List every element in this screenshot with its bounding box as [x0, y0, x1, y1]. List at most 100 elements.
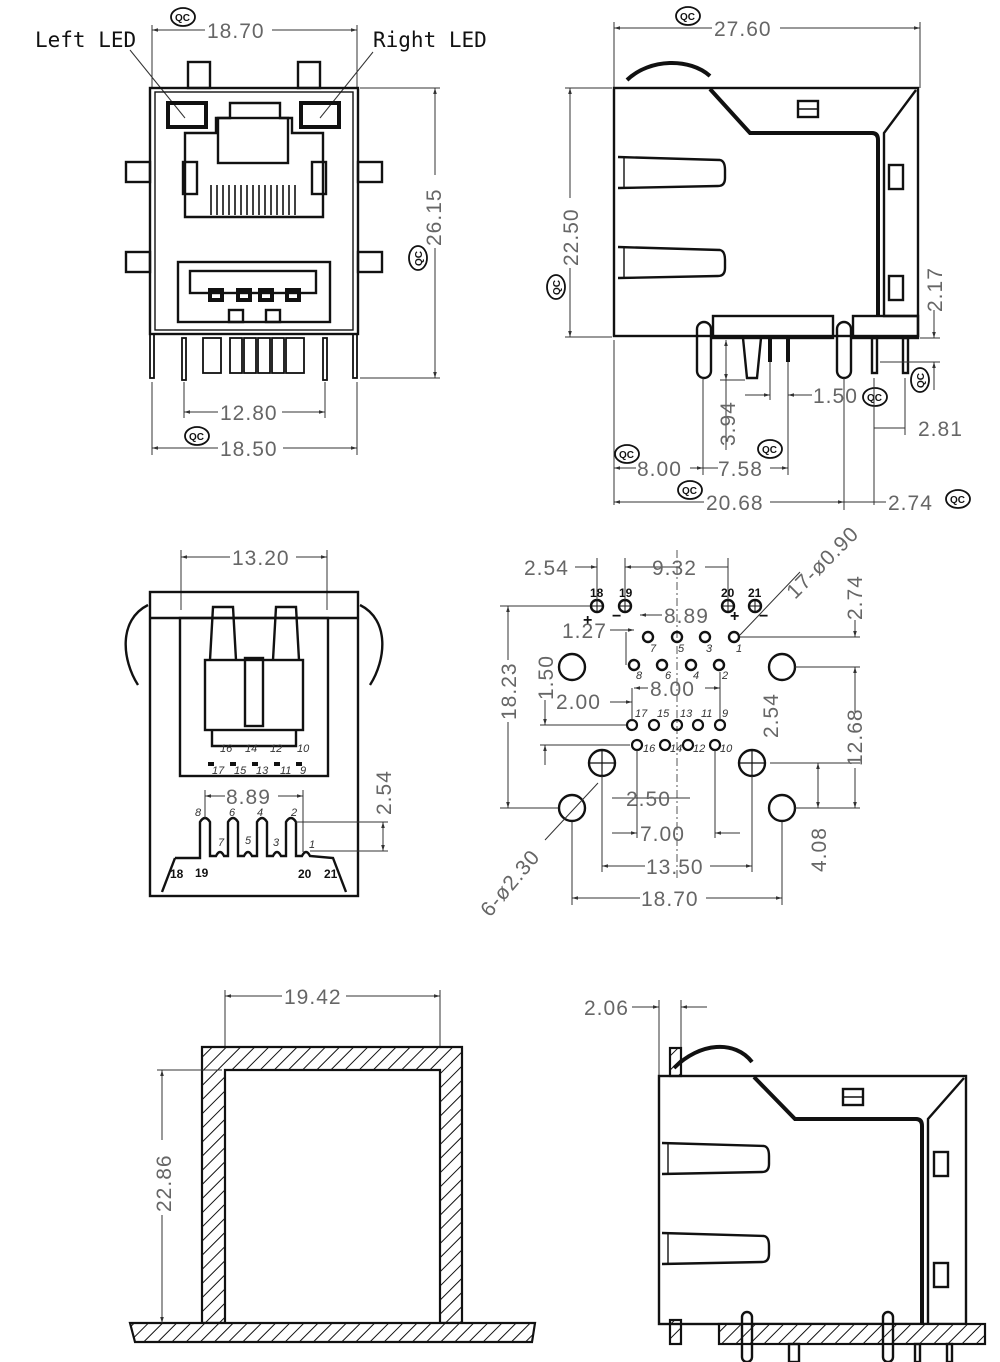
svg-text:13: 13	[256, 765, 269, 777]
svg-text:−: −	[612, 608, 621, 625]
dim-side-pin-offset: 2.17	[924, 267, 947, 312]
svg-text:QC: QC	[682, 486, 697, 497]
svg-text:4: 4	[257, 807, 263, 819]
svg-text:3: 3	[273, 837, 280, 849]
usb-port	[176, 260, 332, 324]
svg-text:QC: QC	[950, 495, 965, 506]
right-led	[299, 101, 341, 129]
bottom-view: 13.20 16 14 12 10 17 15 13 11 9	[124, 547, 396, 898]
svg-text:10: 10	[720, 743, 733, 755]
right-led-label: Right LED	[373, 28, 487, 52]
left-led	[166, 101, 208, 129]
dim-side-pin-gap: 2.81	[918, 418, 963, 441]
svg-text:QC: QC	[619, 450, 634, 461]
svg-text:−: −	[759, 608, 768, 625]
dim-bottom-row-pitch: 2.54	[373, 770, 396, 815]
panel-cutout: 19.42 22.86	[128, 986, 537, 1344]
dim-pcb-rj-span: 8.89	[664, 605, 709, 628]
svg-text:13: 13	[680, 708, 693, 720]
svg-text:18: 18	[170, 867, 184, 881]
svg-text:QC: QC	[414, 251, 425, 266]
svg-text:11: 11	[701, 708, 712, 720]
dim-side-rear-pin: 2.74	[888, 492, 933, 515]
svg-text:QC: QC	[762, 445, 777, 456]
svg-text:19: 19	[195, 866, 209, 880]
svg-text:6: 6	[229, 807, 236, 819]
qc-mark: QC	[862, 387, 888, 407]
pcb-layout: 18 19 20 21 + − + − 7 5 3 1 8 6 4 2	[476, 522, 867, 921]
dim-front-pin-span: 12.80	[220, 402, 278, 425]
svg-text:+: +	[583, 612, 592, 629]
svg-text:8: 8	[195, 807, 202, 819]
svg-text:10: 10	[297, 743, 310, 755]
qc-mark: QC	[546, 274, 566, 300]
svg-text:QC: QC	[552, 280, 563, 295]
dim-bottom-window: 13.20	[232, 547, 290, 570]
dim-pcb-usb-span: 8.00	[650, 678, 695, 701]
dim-side-front-to-rear: 20.68	[706, 492, 764, 515]
qc-mark: QC	[408, 245, 428, 271]
svg-text:15: 15	[657, 708, 670, 720]
dim-side-pin-pitch: 1.50	[813, 385, 858, 408]
dim-bottom-pin-span: 8.89	[226, 786, 271, 809]
dim-pcb-mount-spec: 6-ø2.30	[476, 846, 545, 922]
dim-panel-thickness: 2.06	[584, 997, 629, 1020]
svg-text:7: 7	[650, 643, 657, 655]
svg-text:7: 7	[218, 837, 225, 849]
side-view: 27.60 QC 22.50 QC 2	[546, 6, 971, 515]
svg-text:5: 5	[678, 643, 685, 655]
dim-front-height: 26.15	[423, 188, 446, 246]
qc-mark: QC	[675, 6, 701, 26]
dim-pcb-overall-y: 18.23	[498, 662, 521, 720]
svg-text:2: 2	[721, 670, 728, 682]
dim-pcb-mount-outer: 18.70	[641, 888, 699, 911]
dim-pcb-mount-inner: 13.50	[646, 856, 704, 879]
svg-text:QC: QC	[189, 432, 204, 443]
dim-panel-width: 19.42	[284, 986, 342, 1009]
dim-pcb-row-offset: 1.50	[535, 655, 558, 700]
svg-text:9: 9	[300, 765, 306, 777]
qc-mark: QC	[184, 426, 210, 446]
svg-text:8: 8	[636, 670, 643, 682]
svg-text:QC: QC	[680, 12, 695, 23]
dim-pcb-rj-row-pitch: 2.54	[760, 693, 783, 738]
dim-front-bottom-width: 18.50	[220, 438, 278, 461]
dim-pcb-usb-offset: 2.00	[556, 691, 601, 714]
dim-pcb-rj-stagger: 1.27	[562, 620, 607, 643]
dim-pcb-usb-half: 2.50	[626, 788, 671, 811]
dim-side-post-to-pin: 7.58	[718, 458, 763, 481]
dim-pcb-led-span: 9.32	[652, 557, 697, 580]
svg-text:14: 14	[245, 743, 257, 755]
svg-text:21: 21	[748, 586, 762, 600]
svg-text:1: 1	[736, 643, 742, 655]
dim-pcb-led-pitch: 2.54	[524, 557, 569, 580]
qc-mark: QC	[170, 7, 196, 27]
svg-text:12: 12	[693, 743, 705, 755]
svg-text:19: 19	[619, 586, 633, 600]
dim-panel-height: 22.86	[153, 1154, 176, 1212]
left-led-label: Left LED	[35, 28, 136, 52]
qc-mark: QC	[945, 489, 971, 509]
svg-text:5: 5	[245, 835, 252, 847]
svg-text:4: 4	[693, 670, 699, 682]
front-view: Left LED Right LED 18.70 QC	[35, 7, 487, 461]
svg-text:15: 15	[234, 765, 247, 777]
svg-text:16: 16	[220, 743, 233, 755]
qc-mark: QC	[757, 439, 783, 459]
svg-text:6: 6	[665, 670, 672, 682]
svg-text:12: 12	[270, 743, 282, 755]
dim-side-height: 22.50	[560, 208, 583, 266]
qc-mark: QC	[614, 444, 640, 464]
dim-side-pin-length: 3.94	[717, 401, 740, 446]
svg-text:2: 2	[290, 807, 297, 819]
svg-text:QC: QC	[175, 13, 190, 24]
qc-mark: QC	[677, 480, 703, 500]
dim-pcb-mount-y: 12.68	[844, 708, 867, 766]
svg-text:16: 16	[643, 743, 656, 755]
svg-text:20: 20	[298, 867, 312, 881]
dim-side-front-to-post: 8.00	[637, 458, 682, 481]
svg-text:11: 11	[280, 765, 291, 777]
dim-pcb-usb-outer: 7.00	[640, 823, 685, 846]
svg-text:+: +	[730, 608, 739, 625]
